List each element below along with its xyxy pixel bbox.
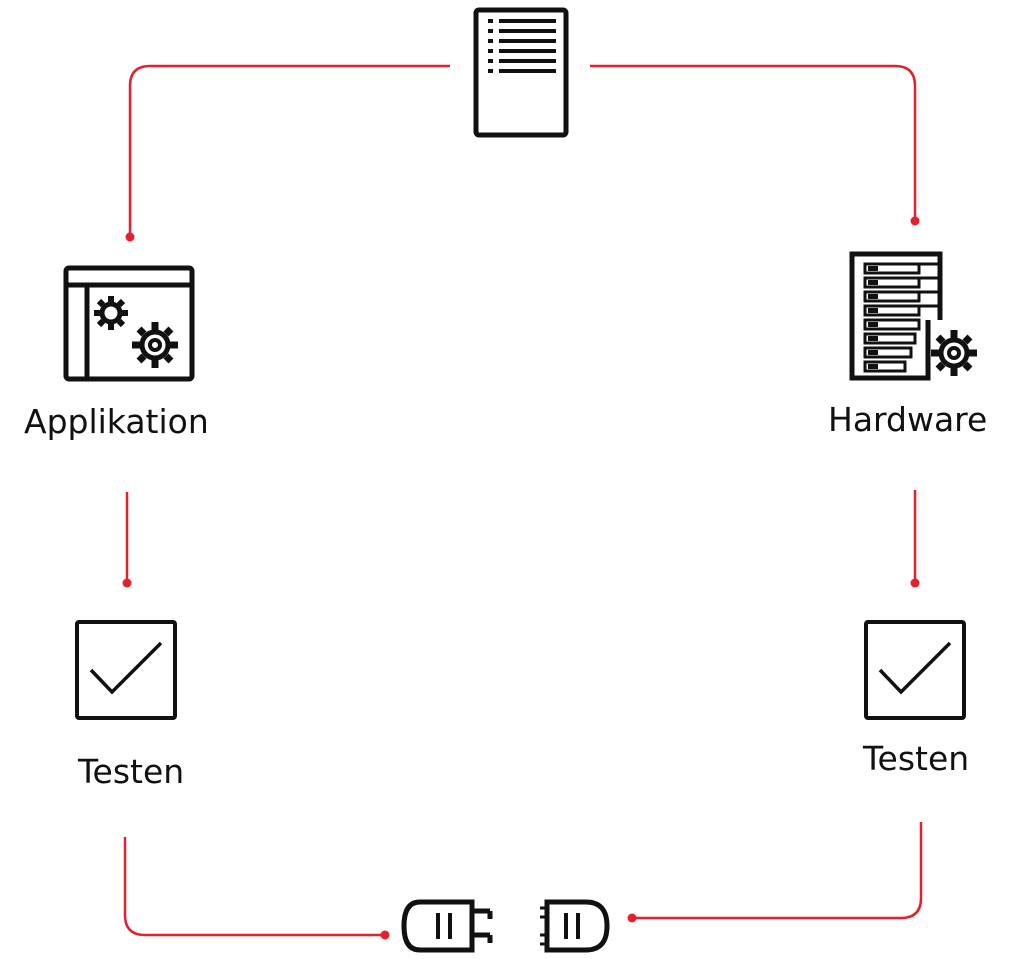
connector-test-to-plug [123, 837, 384, 937]
plug-connector-icon [401, 899, 493, 953]
document-list-icon [473, 7, 569, 138]
test-label-left: Testen [78, 752, 185, 791]
hardware-label: Hardware [828, 400, 988, 439]
connector-top-right [590, 64, 917, 220]
checkbox-check-icon [75, 620, 177, 720]
connector-dot [380, 930, 390, 940]
connector-dot [627, 913, 637, 923]
connector-top-left [128, 64, 450, 236]
connector-lines [123, 64, 923, 937]
socket-connector-icon [540, 899, 610, 953]
connector-test-to-socket [633, 822, 923, 920]
application-label: Applikation [24, 402, 209, 441]
connector-dot [122, 578, 132, 588]
app-window-gears-icon [63, 265, 195, 382]
server-rack-gear-icon [849, 251, 977, 381]
checkbox-check-icon [864, 620, 966, 720]
connector-dot [125, 232, 135, 242]
connector-dot [910, 578, 920, 588]
connector-dot [910, 216, 920, 226]
test-label-right: Testen [863, 739, 970, 778]
connector-dots [122, 216, 920, 940]
